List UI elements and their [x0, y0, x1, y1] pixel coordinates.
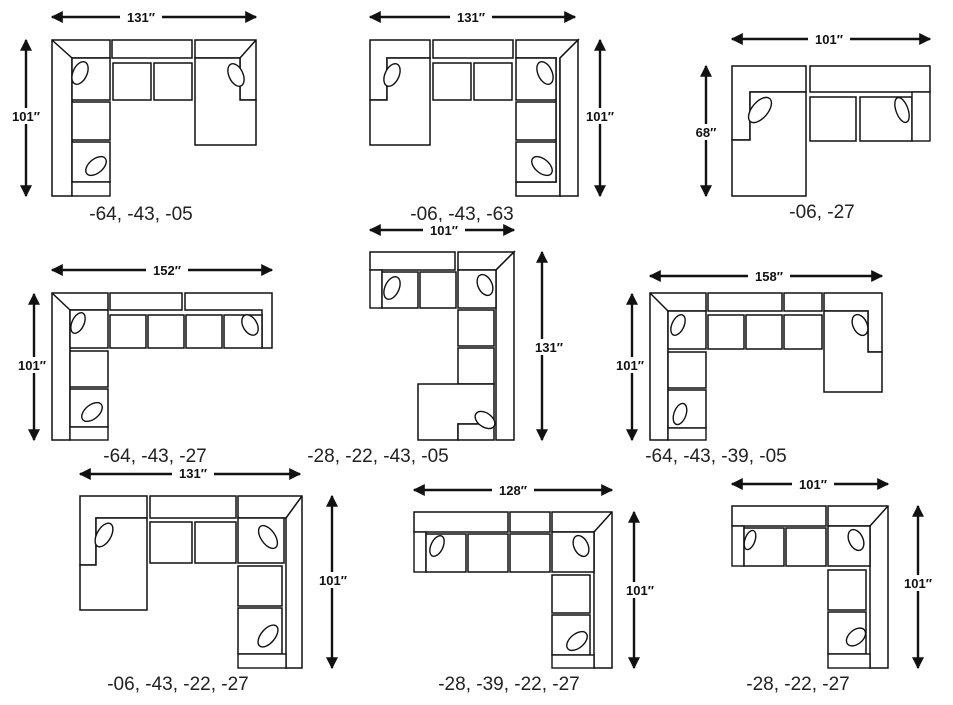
sofa-layout [51, 292, 273, 441]
config-7: 131″ 101″ -06, -43, -22, -27 [78, 466, 356, 695]
model-code: -64, -43, -05 [89, 204, 193, 225]
width-label: 101″ [815, 32, 843, 47]
width-label: 131″ [127, 10, 155, 25]
depth-label: 101″ [586, 109, 614, 124]
model-code: -06, -43, -22, -27 [107, 674, 249, 695]
depth-label: 131″ [535, 340, 563, 355]
config-5: 101″ 131″ -28, -22, -43, -05 [307, 222, 566, 467]
model-code: -64, -43, -27 [103, 446, 207, 467]
depth-label: 101″ [616, 358, 644, 373]
width-label: 128″ [499, 483, 527, 498]
sofa-layout [369, 250, 516, 441]
width-dimension: 152″ [50, 262, 274, 278]
depth-dimension: 101″ [310, 494, 356, 670]
width-dimension: 101″ [368, 222, 516, 238]
depth-label: 101″ [319, 573, 347, 588]
width-dimension: 158″ [648, 268, 884, 284]
width-dimension: 131″ [78, 466, 302, 482]
width-label: 131″ [179, 466, 207, 481]
width-dimension: 128″ [412, 482, 614, 498]
sofa-layout [649, 292, 883, 441]
sofa-layout [731, 505, 889, 669]
depth-dimension: 68″ [688, 64, 724, 198]
width-label: 101″ [430, 223, 458, 238]
depth-dimension: 101″ [608, 292, 654, 442]
model-code: -28, -22, -27 [746, 674, 850, 695]
width-label: 158″ [755, 269, 783, 284]
depth-dimension: 101″ [896, 504, 942, 670]
depth-dimension: 101″ [614, 510, 660, 670]
sofa-layout [79, 495, 303, 669]
config-2: 131″ 101″ -06, -43, -63 [368, 9, 622, 225]
depth-label: 68″ [696, 125, 717, 140]
depth-label: 101″ [904, 576, 932, 591]
depth-dimension: 131″ [520, 250, 566, 442]
width-dimension: 101″ [730, 31, 932, 47]
config-4: 152″ 101″ -64, -43, -27 [10, 262, 274, 467]
sofa-layout [413, 511, 613, 669]
model-code: -06, -43, -63 [410, 204, 514, 225]
config-9: 101″ 101″ -28, -22, -27 [730, 476, 942, 695]
model-code: -28, -22, -43, -05 [307, 446, 449, 467]
config-8: 128″ 101″ -28, -39, -22, -27 [412, 482, 660, 695]
model-code: -28, -39, -22, -27 [438, 674, 580, 695]
config-3: 101″ 68″ -06, -27 [688, 31, 932, 223]
sofa-layout [731, 65, 931, 197]
model-code: -06, -27 [789, 202, 854, 223]
depth-dimension: 101″ [578, 38, 622, 198]
depth-label: 101″ [12, 109, 40, 124]
model-code: -64, -43, -39, -05 [645, 446, 787, 467]
width-label: 131″ [457, 10, 485, 25]
sofa-layout [51, 39, 257, 197]
depth-dimension: 101″ [4, 38, 48, 198]
config-1: 131″ 101″ -64, -43, -05 [4, 9, 258, 225]
depth-dimension: 101″ [10, 292, 56, 442]
sofa-layout [369, 38, 580, 197]
width-dimension: 131″ [368, 9, 577, 25]
width-label: 152″ [153, 263, 181, 278]
width-dimension: 131″ [50, 9, 258, 25]
width-dimension: 101″ [730, 476, 890, 492]
depth-label: 101″ [626, 583, 654, 598]
width-label: 101″ [799, 477, 827, 492]
config-6: 158″ 101″ -64, -43, -39, -05 [608, 268, 884, 467]
depth-label: 101″ [18, 358, 46, 373]
